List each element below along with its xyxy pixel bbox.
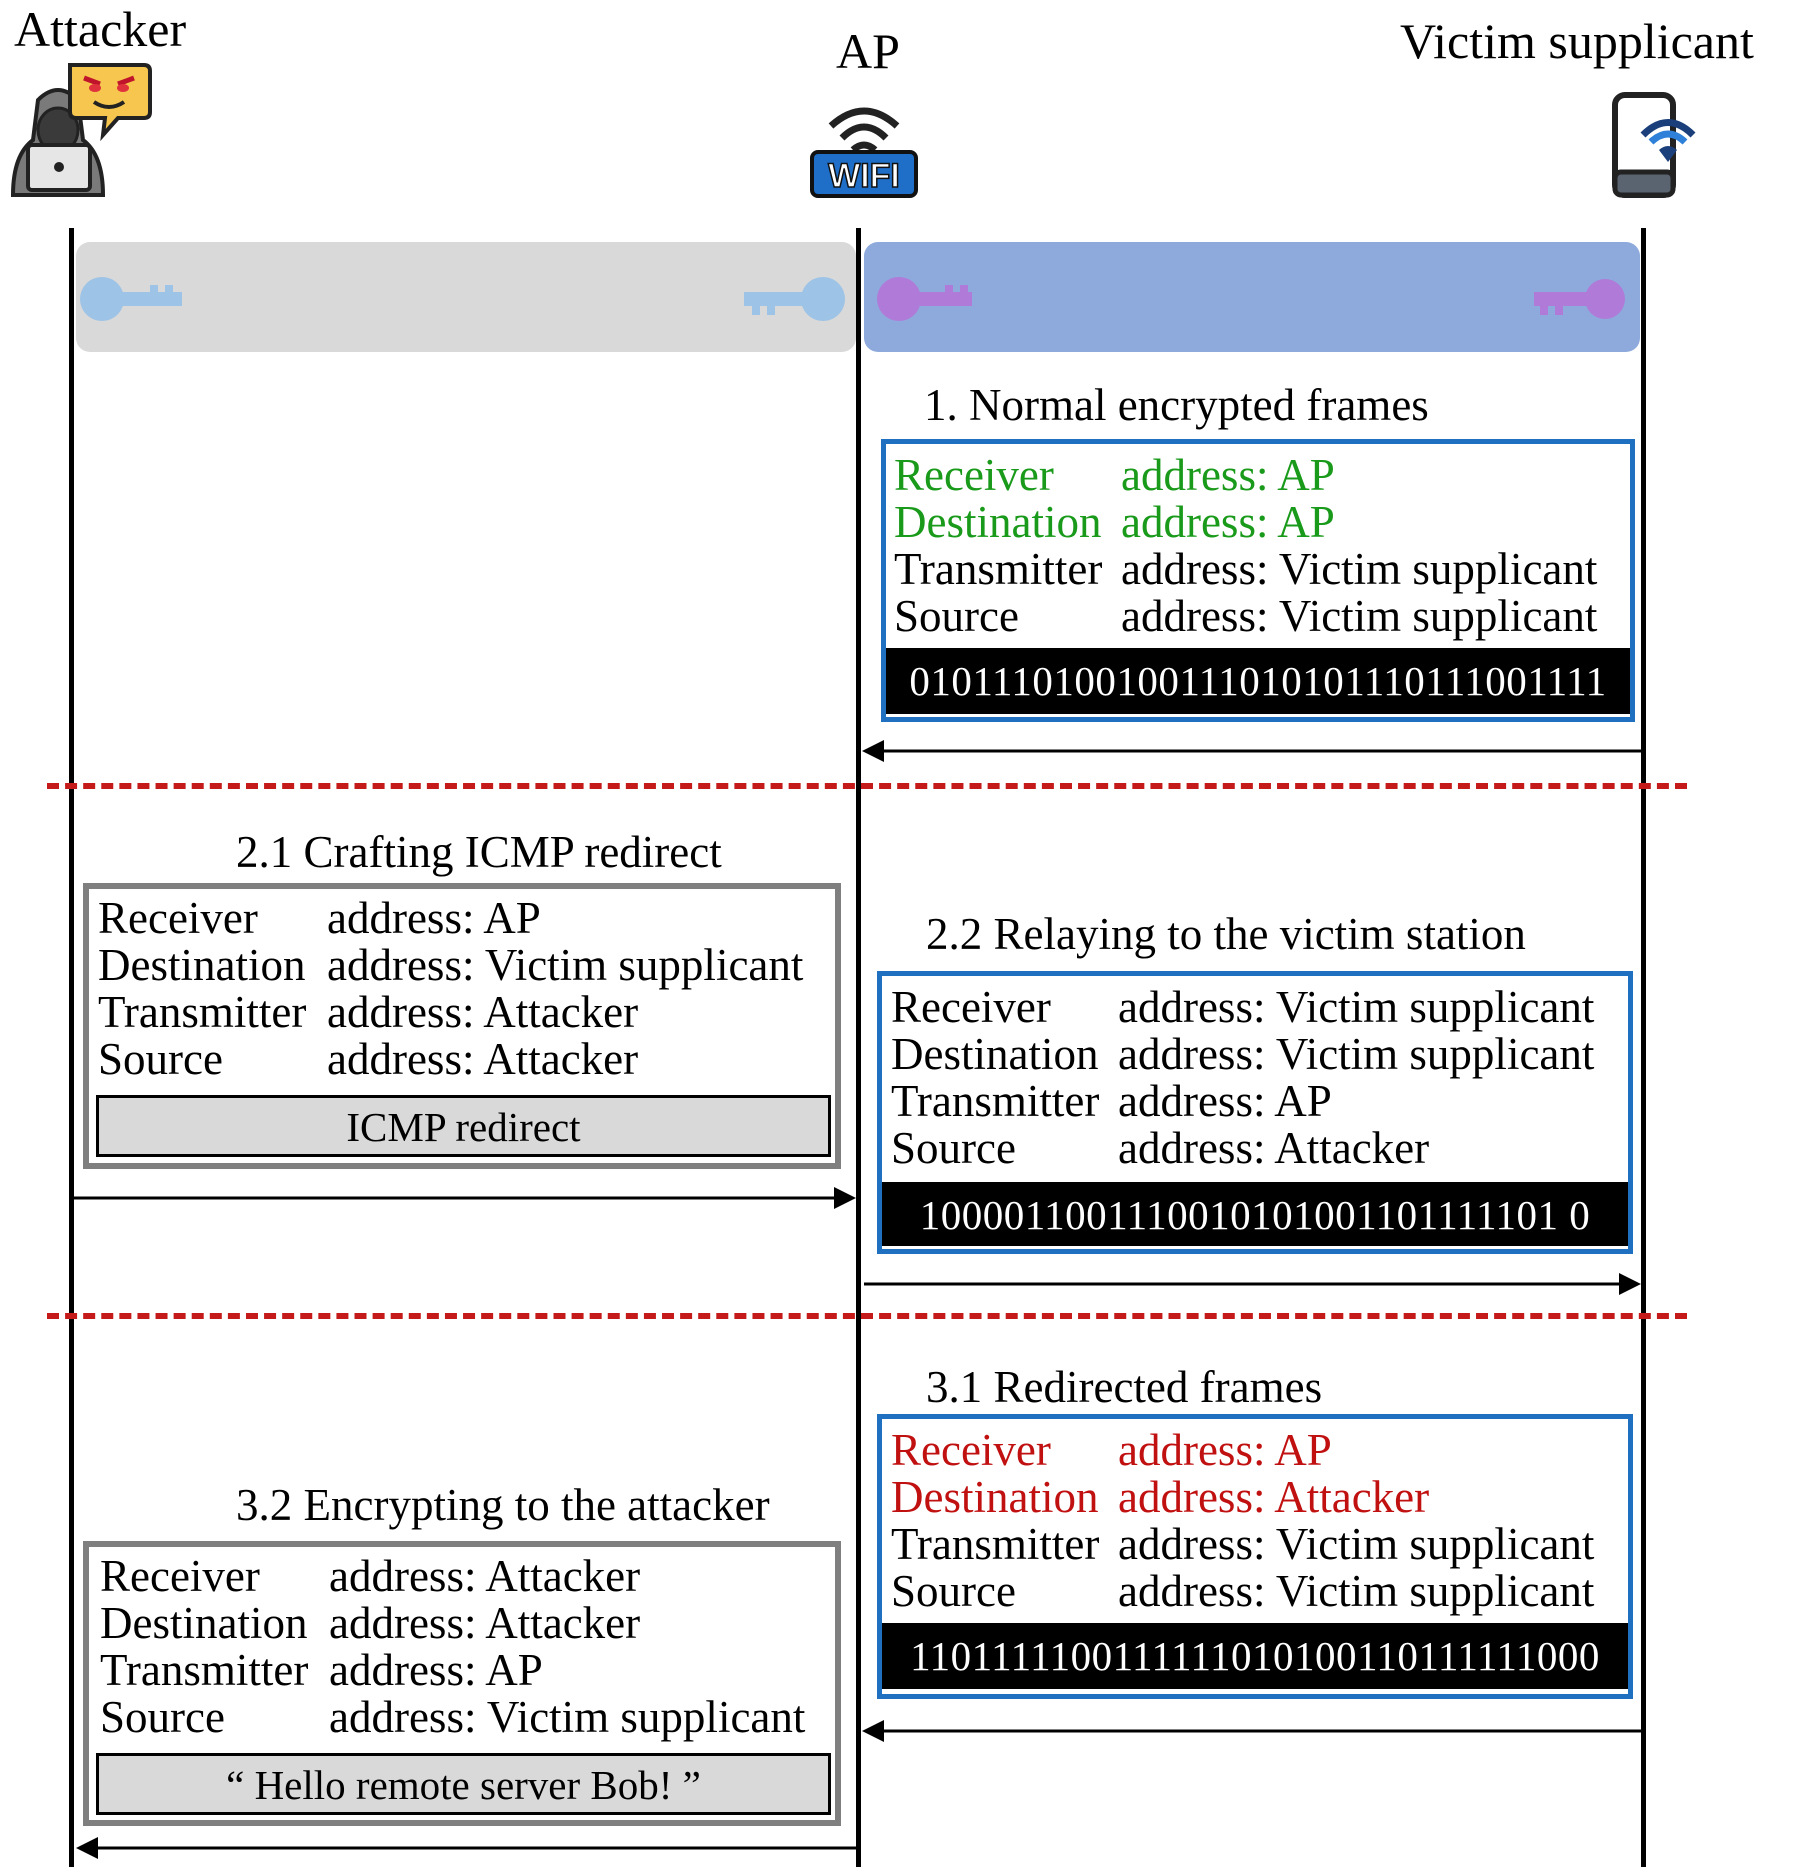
attacker-label: Attacker [14, 1, 187, 57]
encrypted-payload: 1101111100111111010100110111111000 [882, 1623, 1628, 1689]
phase-separator [47, 1313, 1687, 1319]
ap-label: AP [836, 23, 900, 79]
attacker-lifeline [69, 228, 74, 1867]
key-icon [877, 277, 972, 321]
smartphone-wifi-icon [1612, 92, 1696, 198]
wifi-badge-text: WIFI [828, 157, 900, 195]
attacker-ap-key-band [76, 242, 856, 352]
step31-title: 3.1 Redirected frames [926, 1362, 1323, 1412]
step21-title: 2.1 Crafting ICMP redirect [236, 827, 722, 877]
phase-separator [47, 783, 1687, 789]
encrypted-payload: 0101110100100111010101110111001111 [886, 648, 1630, 714]
key-icon [744, 277, 845, 321]
encrypted-payload: 1000011001110010101001101111101 0 [882, 1182, 1628, 1246]
hacker-icon [10, 63, 152, 197]
plaintext-payload: “ Hello remote server Bob! ” [96, 1753, 831, 1815]
step22-title: 2.2 Relaying to the victim station [926, 909, 1526, 959]
plaintext-payload: ICMP redirect [96, 1095, 831, 1157]
step32-title: 3.2 Encrypting to the attacker [236, 1480, 770, 1530]
wifi-router-icon: WIFI [810, 107, 918, 198]
key-icon [1534, 279, 1625, 319]
step1-title: 1. Normal encrypted frames [924, 380, 1429, 430]
ap-lifeline [856, 228, 861, 1867]
victim-lifeline [1641, 228, 1646, 1867]
key-icon [80, 277, 182, 321]
ap-victim-key-band [864, 242, 1640, 352]
victim-label: Victim supplicant [1400, 13, 1754, 69]
